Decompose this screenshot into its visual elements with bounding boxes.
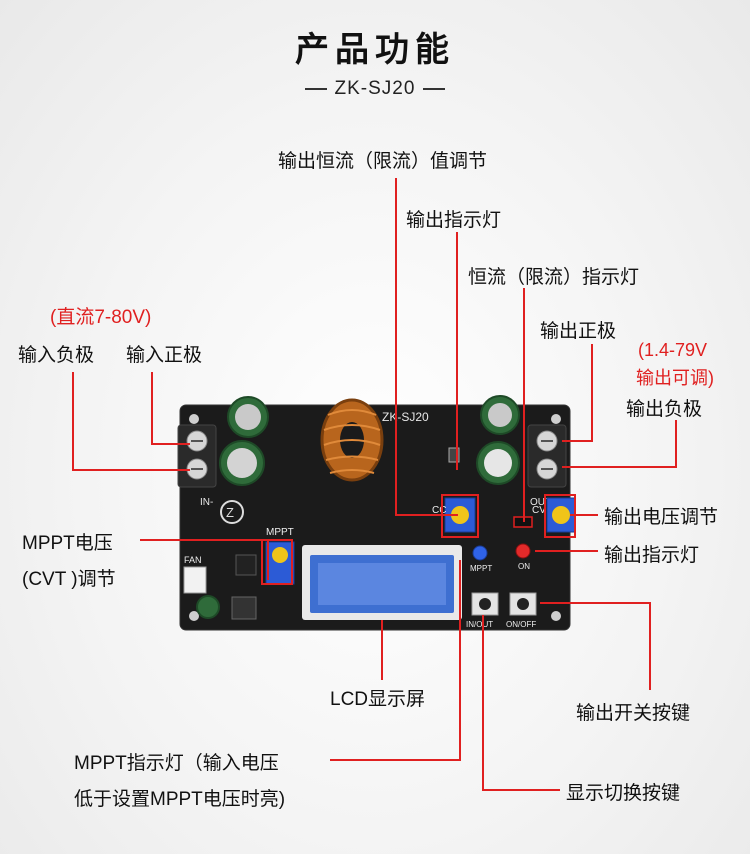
- line-output-pos: [562, 344, 593, 442]
- cv-highlight-box: [544, 494, 576, 538]
- model-subtitle: ZK-SJ20: [0, 78, 750, 100]
- line-output-neg: [562, 420, 677, 468]
- line-mppt-adjust: [140, 539, 269, 580]
- label-input-pos: 输入正极: [126, 345, 203, 366]
- output-terminal: [527, 424, 567, 488]
- label-cc-adjust: 输出恒流（限流）值调节: [278, 151, 488, 172]
- silk-model: ZK-SJ20: [382, 410, 429, 424]
- line-input-pos: [151, 372, 190, 445]
- label-cv-adjust: 输出电压调节: [604, 507, 719, 528]
- line-display-switch: [482, 615, 560, 791]
- label-output-range-1: (1.4-79V: [638, 340, 708, 360]
- mppt-potentiometer: MPPT: [265, 527, 295, 585]
- input-capacitors: [219, 396, 269, 486]
- silk-out: OUT: [530, 497, 551, 508]
- label-lcd: LCD显示屏: [330, 689, 426, 710]
- label-mppt-adjust-1: MPPT电压: [22, 533, 113, 554]
- label-mppt-indicator-1: MPPT指示灯（输入电压: [74, 753, 279, 774]
- mount-hole: [551, 414, 561, 424]
- label-output-range-2: 输出可调): [636, 368, 714, 388]
- line-mppt-indicator: [330, 560, 461, 761]
- svg-text:MPPT: MPPT: [470, 564, 492, 573]
- svg-text:MPPT: MPPT: [266, 527, 294, 538]
- label-mppt-indicator-2: 低于设置MPPT电压时亮): [74, 789, 286, 810]
- subtitle-dash-left: [304, 87, 327, 90]
- pcb-illustration: ZK-SJ20 IN- OUT Z CC CV MPPT FAN MPPT ON: [177, 395, 576, 631]
- mount-hole: [551, 611, 561, 621]
- svg-text:ON/OFF: ON/OFF: [506, 620, 536, 629]
- line-output-switch: [540, 602, 651, 690]
- mppt-led: [472, 545, 488, 561]
- line-cc-adjust: [395, 178, 458, 516]
- on-off-button: ON/OFF: [506, 592, 537, 629]
- label-display-switch: 显示切换按键: [566, 783, 681, 804]
- label-output-pos: 输出正极: [540, 321, 617, 342]
- label-input-neg: 输入负极: [18, 345, 95, 366]
- page-title: 产品功能: [295, 31, 455, 69]
- mount-hole: [189, 414, 199, 424]
- svg-text:Z: Z: [226, 505, 234, 520]
- in-out-button: IN/OUT: [466, 592, 499, 629]
- model-name: ZK-SJ20: [334, 78, 416, 99]
- label-input-range: (直流7-80V): [50, 307, 152, 328]
- label-cc-indicator: 恒流（限流）指示灯: [468, 267, 640, 288]
- label-output-indicator-top: 输出指示灯: [406, 210, 502, 231]
- svg-text:CC: CC: [432, 505, 446, 516]
- svg-text:ON: ON: [518, 562, 530, 571]
- input-terminal: [177, 424, 217, 488]
- lcd-display: [302, 545, 462, 620]
- mount-hole: [189, 611, 199, 621]
- silk-fan: FAN: [184, 555, 202, 565]
- mppt-highlight-box: [261, 539, 293, 585]
- label-output-indicator: 输出指示灯: [604, 545, 700, 566]
- toroid-inductor: [320, 398, 384, 482]
- label-mppt-adjust-2: (CVT )调节: [22, 569, 116, 590]
- subtitle-dash-right: [423, 87, 446, 90]
- pcb-board: ZK-SJ20 IN- OUT Z CC CV MPPT FAN MPPT ON: [170, 385, 580, 655]
- output-capacitors: [476, 395, 520, 485]
- fan-connector: [183, 566, 207, 594]
- svg-text:CV: CV: [532, 505, 546, 516]
- label-output-neg: 输出负极: [626, 399, 703, 420]
- regulator-chip: [235, 554, 257, 576]
- cc-led: [448, 447, 460, 463]
- line-input-neg: [72, 372, 190, 471]
- cc-highlight-box: [441, 494, 479, 538]
- small-capacitor: [196, 595, 220, 619]
- svg-text:IN/OUT: IN/OUT: [466, 620, 493, 629]
- on-led: [515, 543, 531, 559]
- label-output-switch: 输出开关按键: [576, 703, 691, 724]
- small-inductor: [231, 596, 257, 620]
- silk-in: IN-: [200, 497, 213, 508]
- logo-icon: [220, 500, 244, 524]
